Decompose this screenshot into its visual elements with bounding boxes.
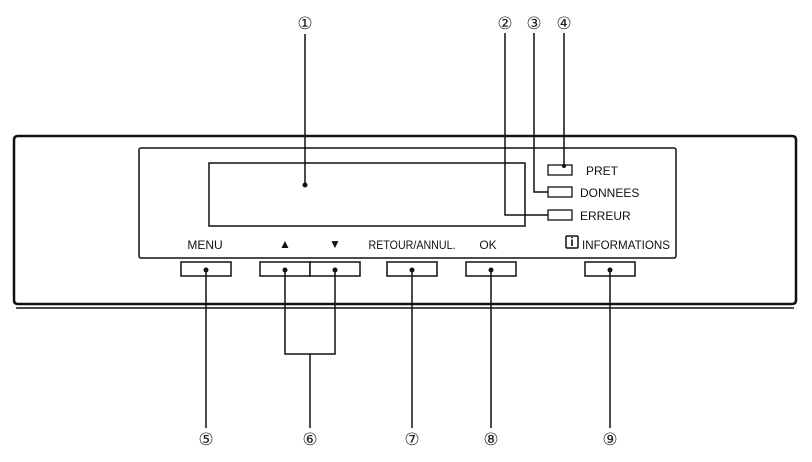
led-ready <box>547 164 573 176</box>
callout-4: ④ <box>556 14 571 34</box>
led-data <box>547 186 573 198</box>
label-menu: MENU <box>187 238 222 252</box>
panel-outline <box>12 134 798 306</box>
label-information: INFORMATIONS <box>582 238 670 252</box>
callout-6: ⑥ <box>302 430 317 450</box>
callout-3: ③ <box>526 14 541 34</box>
info-icon <box>565 235 579 249</box>
leader-9-dot <box>607 267 613 273</box>
callout-9: ⑨ <box>602 430 617 450</box>
callout-8: ⑧ <box>483 430 498 450</box>
leader-5-dot <box>203 267 209 273</box>
control-face <box>138 147 677 259</box>
label-ready: PRET <box>586 164 619 178</box>
leader-6a-dot <box>282 267 288 273</box>
leader-4-dot <box>562 164 566 168</box>
callout-5: ⑤ <box>198 430 213 450</box>
leader-7-dot <box>409 267 415 273</box>
label-back-cancel: RETOUR/ANNUL. <box>369 238 456 252</box>
label-error: ERREUR <box>580 209 631 223</box>
lcd-display <box>208 162 526 227</box>
callout-7: ⑦ <box>404 430 419 450</box>
leader-2 <box>504 33 548 216</box>
leader-8-dot <box>488 267 494 273</box>
leader-6 <box>284 270 336 355</box>
label-data: DONNEES <box>580 186 639 200</box>
label-ok: OK <box>479 238 496 252</box>
callout-2: ② <box>497 14 512 34</box>
info-icon-glyph: i <box>570 235 573 249</box>
leader-3 <box>533 33 548 193</box>
leader-6b-dot <box>332 267 338 273</box>
led-error <box>547 209 573 221</box>
callout-1: ① <box>297 14 312 34</box>
label-down-arrow: ▼ <box>329 237 341 251</box>
leader-1-dot <box>302 182 308 188</box>
label-up-arrow: ▲ <box>279 237 291 251</box>
